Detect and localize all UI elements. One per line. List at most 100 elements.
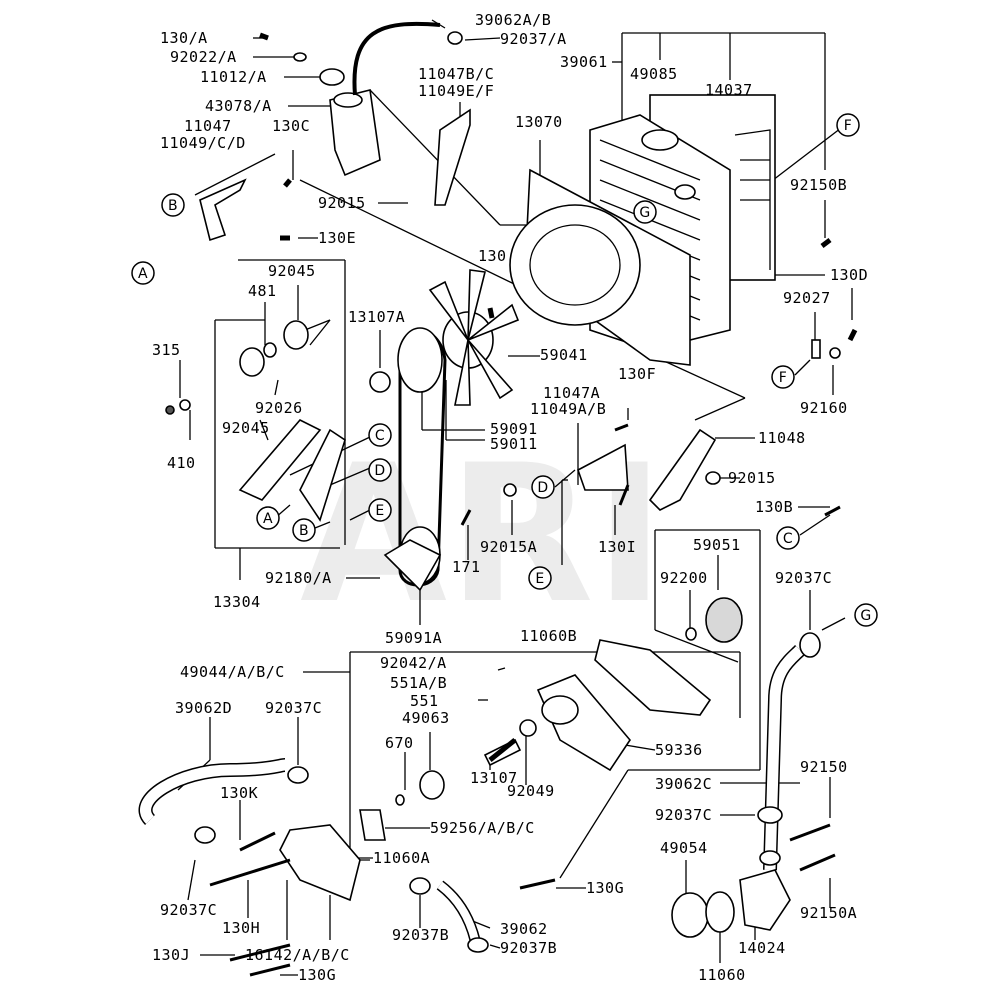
label-171: 171 [452, 558, 481, 576]
bolts [209, 32, 858, 977]
label-11049ef: 11049E/F [418, 82, 494, 100]
label-92037c-left: 92037C [265, 699, 322, 717]
ref-marker: C [776, 526, 800, 550]
ref-marker: G [633, 200, 657, 224]
svg-text:F: F [779, 370, 788, 386]
label-39062d: 39062D [175, 699, 232, 717]
label-59336: 59336 [655, 741, 703, 759]
hose-clamps [165, 31, 841, 953]
label-59051: 59051 [693, 536, 741, 554]
label-130g-bottom: 130G [298, 966, 336, 984]
label-92037c-right: 92037C [775, 569, 832, 587]
label-92037b-b: 92037B [500, 939, 557, 957]
label-11047: 11047 [184, 117, 232, 135]
label-130h: 130H [222, 919, 260, 937]
label-92015a: 92015A [480, 538, 537, 556]
label-130a: 130/A [160, 29, 208, 47]
label-59041: 59041 [540, 346, 588, 364]
svg-text:C: C [783, 531, 793, 547]
label-14037: 14037 [705, 81, 753, 99]
label-43078a: 43078/A [205, 97, 272, 115]
label-130: 130 [478, 247, 507, 265]
ref-marker: B [161, 193, 185, 217]
label-92042a: 92042/A [380, 654, 447, 672]
label-59256: 59256/A/B/C [430, 819, 535, 837]
label-130k: 130K [220, 784, 258, 802]
ref-marker: G [854, 603, 878, 627]
label-13070: 13070 [515, 113, 563, 131]
label-59091a: 59091A [385, 629, 442, 647]
label-92049: 92049 [507, 782, 555, 800]
ref-marker: D [368, 458, 392, 482]
svg-text:E: E [375, 503, 384, 519]
gear [685, 597, 743, 643]
fan-shroud [509, 168, 691, 366]
tank-bracket [199, 108, 471, 242]
label-59091: 59091 [490, 420, 538, 438]
svg-text:G: G [860, 608, 871, 624]
label-59011: 59011 [490, 435, 538, 453]
label-11047a: 11047A [543, 384, 600, 402]
label-92027: 92027 [783, 289, 831, 307]
label-11049cd: 11049/C/D [160, 134, 246, 152]
ref-marker: E [368, 498, 392, 522]
label-11048: 11048 [758, 429, 806, 447]
label-130b: 130B [755, 498, 793, 516]
label-92037a: 92037/A [500, 30, 567, 48]
reference-markers: B A F G F C D E A B D E C G [131, 113, 878, 627]
tension-bracket [577, 428, 717, 511]
svg-text:D: D [374, 463, 385, 479]
label-49085: 49085 [630, 65, 678, 83]
label-13107: 13107 [470, 769, 518, 787]
label-11060a: 11060A [373, 849, 430, 867]
label-130i: 130I [598, 538, 636, 556]
label-410: 410 [167, 454, 196, 472]
label-92045-low: 92045 [222, 419, 270, 437]
label-49054: 49054 [660, 839, 708, 857]
label-130f: 130F [618, 365, 656, 383]
ref-marker: F [836, 113, 860, 137]
label-92015-mid: 92015 [728, 469, 776, 487]
label-11060b: 11060B [520, 627, 577, 645]
label-39062ab: 39062A/B [475, 11, 551, 29]
cooling-fan [428, 269, 520, 406]
label-13107a: 13107A [348, 308, 405, 326]
reservoir-tank [319, 21, 441, 177]
label-481: 481 [248, 282, 277, 300]
label-670: 670 [385, 734, 414, 752]
label-92045-top: 92045 [268, 262, 316, 280]
svg-text:A: A [263, 511, 273, 527]
label-315: 315 [152, 341, 181, 359]
label-130g-mid: 130G [586, 879, 624, 897]
svg-text:D: D [537, 480, 548, 496]
thermostat-housing [671, 850, 791, 938]
label-49063: 49063 [402, 709, 450, 727]
ref-marker: E [528, 566, 552, 590]
label-92037c-mid-right: 92037C [655, 806, 712, 824]
svg-text:A: A [138, 266, 148, 282]
label-551: 551 [410, 692, 439, 710]
label-551ab: 551A/B [390, 674, 447, 692]
label-11060: 11060 [698, 966, 746, 984]
alternator-brackets [238, 320, 391, 522]
svg-text:B: B [299, 523, 309, 539]
ref-marker: D [531, 475, 555, 499]
label-92015-top: 92015 [318, 194, 366, 212]
label-11012a: 11012/A [200, 68, 267, 86]
label-92150a: 92150A [800, 904, 857, 922]
label-49044: 49044/A/B/C [180, 663, 285, 681]
label-130e: 130E [318, 229, 356, 247]
label-92022a: 92022/A [170, 48, 237, 66]
label-92150: 92150 [800, 758, 848, 776]
label-39061: 39061 [560, 53, 608, 71]
ref-marker: B [292, 518, 316, 542]
label-92150b: 92150B [790, 176, 847, 194]
ref-marker: F [771, 365, 795, 389]
label-14024: 14024 [738, 939, 786, 957]
label-92180a: 92180/A [265, 569, 332, 587]
label-130d: 130D [830, 266, 868, 284]
label-130c: 130C [272, 117, 310, 135]
water-pump [279, 639, 712, 902]
label-92026: 92026 [255, 399, 303, 417]
svg-text:C: C [375, 428, 385, 444]
